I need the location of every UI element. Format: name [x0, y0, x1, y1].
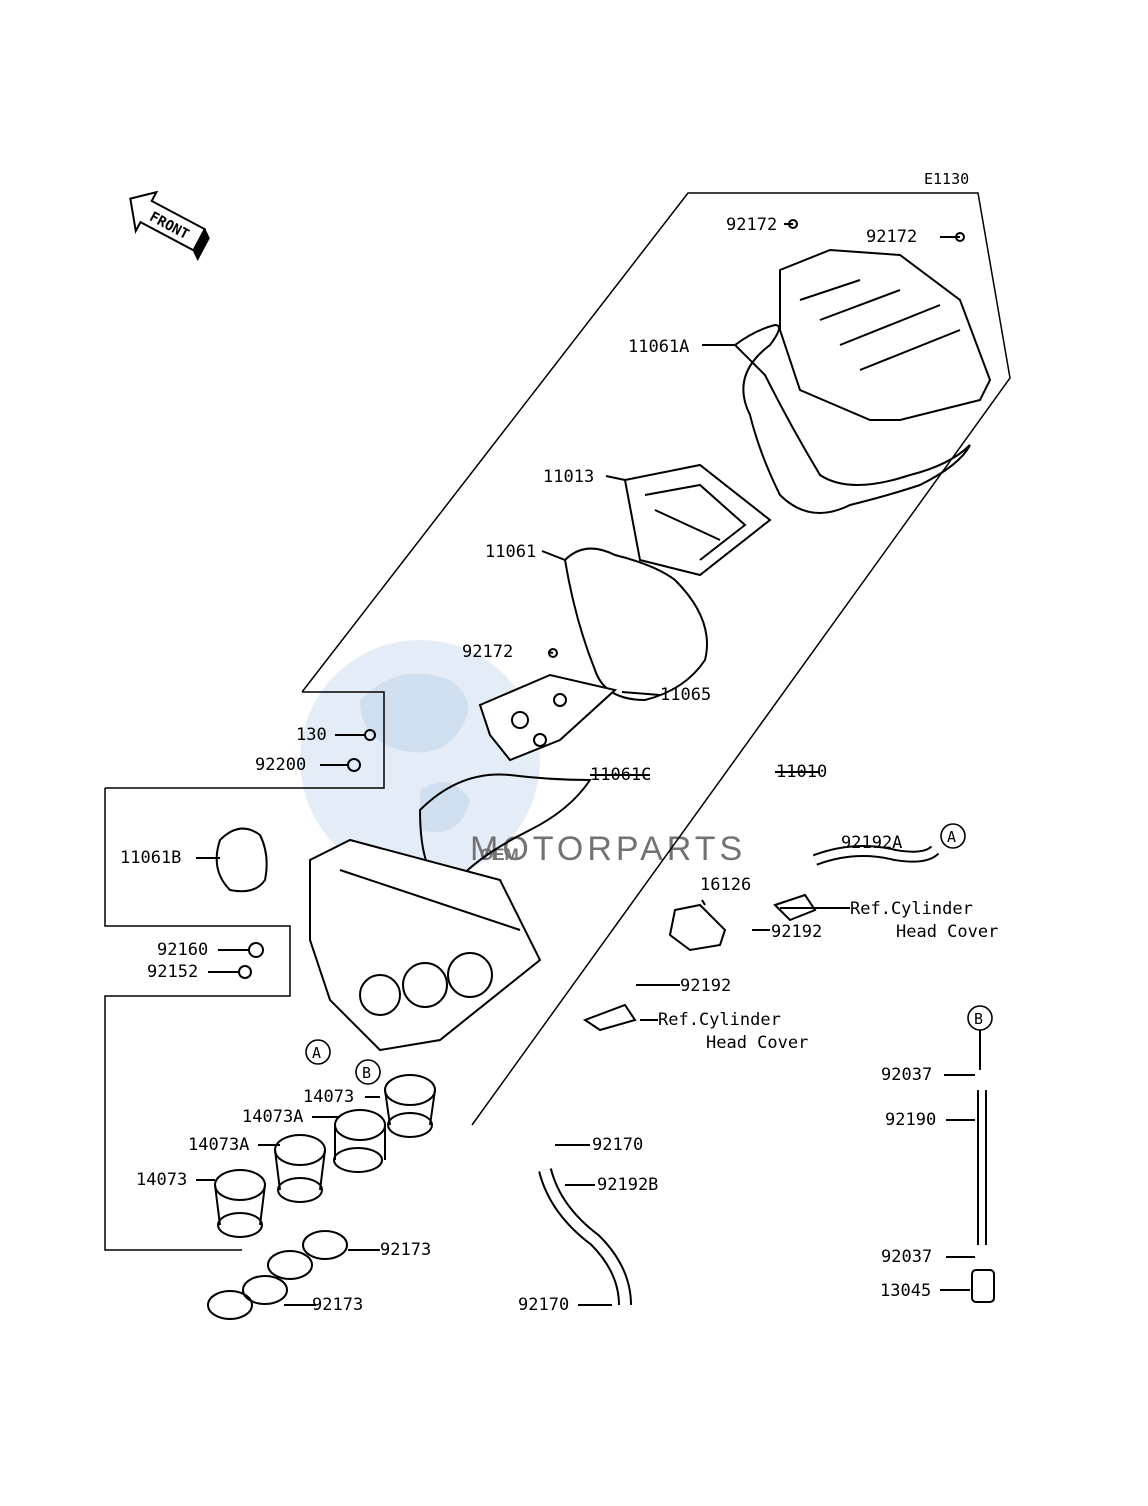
part-label: Head Cover	[896, 922, 998, 942]
tube-92190	[977, 1090, 987, 1245]
air-cleaner-upper-cover	[779, 248, 992, 421]
part-label: 11061A	[628, 337, 689, 357]
part-label: 14073A	[188, 1135, 249, 1155]
part-label: 11061	[485, 542, 536, 562]
part-label: 11010	[776, 762, 827, 782]
part-label: 92172	[726, 215, 777, 235]
part-label: 92152	[147, 962, 198, 982]
part-label: Ref.Cylinder	[850, 899, 973, 919]
part-label: 92037	[881, 1065, 932, 1085]
callout-b-bottom	[967, 1005, 993, 1031]
part-label: 92172	[866, 227, 917, 247]
watermark-tagline: MOTORPARTS	[470, 830, 746, 868]
part-label: 14073	[303, 1087, 354, 1107]
part-label: 16126	[700, 875, 751, 895]
valve-16126	[668, 903, 727, 952]
callout-b-top	[355, 1059, 381, 1085]
part-label: 92170	[592, 1135, 643, 1155]
front-arrow-icon: FRONT	[129, 190, 210, 262]
part-label: 92173	[380, 1240, 431, 1260]
clamps	[207, 1230, 348, 1320]
callout-a-top-label: A	[947, 828, 956, 846]
gasket-11061a	[733, 323, 971, 514]
part-label: 92192	[771, 922, 822, 942]
air-cleaner-lower-case	[309, 838, 542, 1052]
intake-ducts	[214, 1074, 436, 1238]
part-label: 92192A	[841, 833, 902, 853]
ref-cover-2	[582, 1003, 637, 1032]
part-label: Head Cover	[706, 1033, 808, 1053]
part-label: 130	[296, 725, 327, 745]
part-label: 92190	[885, 1110, 936, 1130]
part-label: 11013	[543, 467, 594, 487]
collar-92152	[238, 965, 252, 979]
air-filter-element	[623, 463, 772, 577]
gasket-11061	[563, 547, 708, 702]
part-label: Ref.Cylinder	[658, 1010, 781, 1030]
part-label: 92172	[462, 642, 513, 662]
part-label: 11065	[660, 685, 711, 705]
watermark-brand: OEM	[480, 845, 519, 864]
part-label: 92037	[881, 1247, 932, 1267]
part-label: 92173	[312, 1295, 363, 1315]
assembly-outline	[104, 192, 1011, 1251]
part-labels: 92172 92172 11061A 11013 11061 92172 110…	[120, 215, 998, 1315]
part-label: 92200	[255, 755, 306, 775]
part-label: 92192	[680, 976, 731, 996]
part-label: 13045	[880, 1281, 931, 1301]
part-label: 92160	[157, 940, 208, 960]
callout-a-bottom-label: A	[312, 1044, 321, 1062]
part-label: 92170	[518, 1295, 569, 1315]
part-label: 11061B	[120, 848, 181, 868]
part-label: 92192B	[597, 1175, 658, 1195]
part-label: 14073A	[242, 1107, 303, 1127]
part-label: 14073	[136, 1170, 187, 1190]
plug-13045	[971, 1269, 995, 1303]
gasket-11061b	[215, 827, 268, 893]
part-label: 11061C	[590, 765, 651, 785]
grommet-92160	[248, 942, 264, 958]
callout-b-top-label: B	[362, 1064, 371, 1082]
diagram-code: E1130	[924, 170, 969, 188]
callout-a-top	[940, 823, 966, 849]
callout-a-bottom	[305, 1039, 331, 1065]
holder-plate	[478, 673, 618, 762]
callout-b-bottom-label: B	[974, 1010, 983, 1028]
